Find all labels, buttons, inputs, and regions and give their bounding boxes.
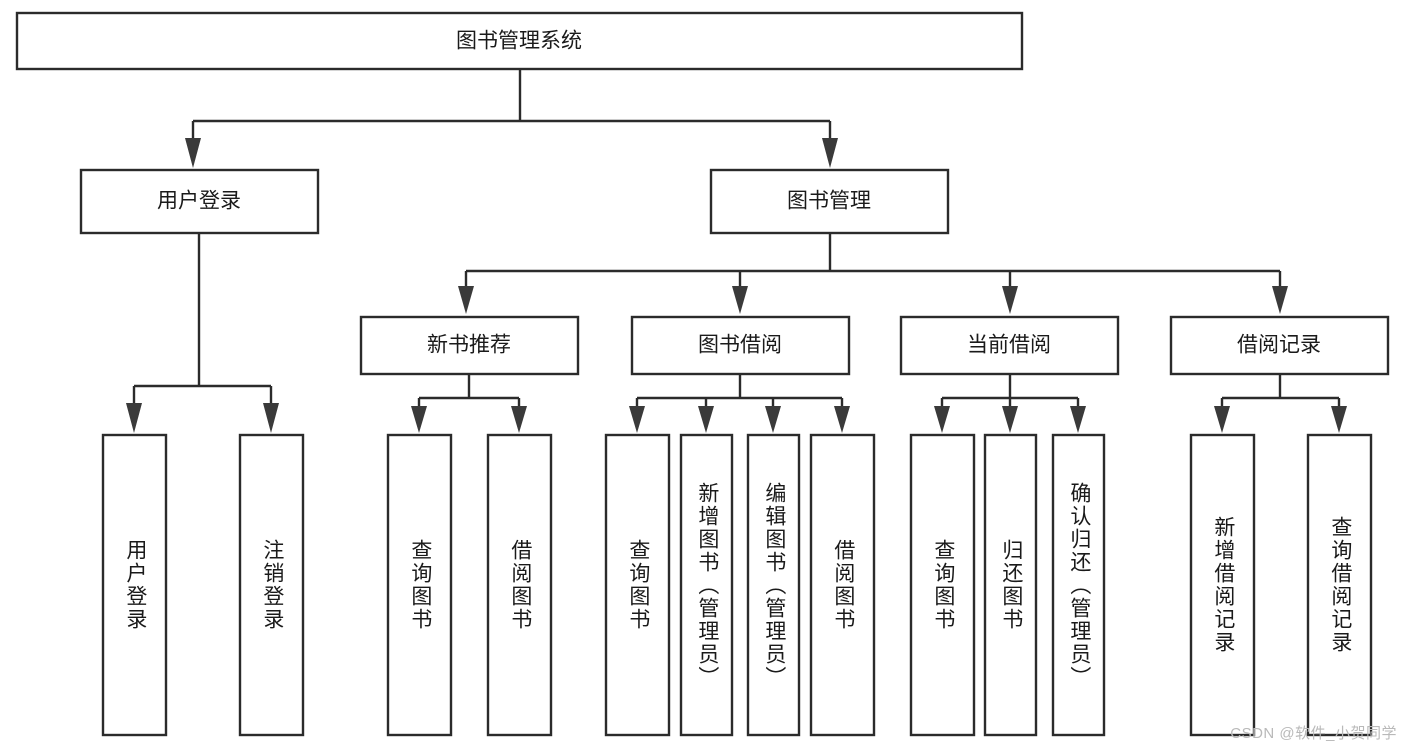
leaf-box-add-record[interactable]	[1189, 433, 1256, 737]
node-book-management-label: 图书管理	[787, 190, 871, 213]
leaf-box-query-book-1[interactable]	[386, 433, 453, 737]
leaf-box-edit-book[interactable]	[746, 433, 801, 737]
node-book-borrow-label: 图书借阅	[698, 334, 782, 357]
leaf-box-return-book[interactable]	[983, 433, 1038, 737]
leaf-box-query-book-3[interactable]	[909, 433, 976, 737]
node-borrow-records[interactable]: 借阅记录	[1169, 315, 1390, 376]
leaf-box-confirm-return[interactable]	[1051, 433, 1106, 737]
node-user-login[interactable]: 用户登录	[79, 168, 320, 235]
connector-book-borrow-to-leaves	[629, 374, 850, 433]
leaf-boxes	[101, 433, 1373, 737]
connector-new-book-to-leaves	[411, 374, 527, 433]
leaf-box-logout[interactable]	[238, 433, 305, 737]
leaf-box-borrow-book-2[interactable]	[809, 433, 876, 737]
watermark: CSDN @软件_小贺同学	[1230, 725, 1397, 742]
node-new-book-recommend-label: 新书推荐	[427, 334, 511, 357]
node-current-borrow-label: 当前借阅	[967, 334, 1051, 357]
node-new-book-recommend[interactable]: 新书推荐	[359, 315, 580, 376]
leaf-box-query-record[interactable]	[1306, 433, 1373, 737]
node-borrow-records-label: 借阅记录	[1237, 334, 1321, 357]
leaf-box-query-book-2[interactable]	[604, 433, 671, 737]
leaf-box-user-login[interactable]	[101, 433, 168, 737]
node-root[interactable]: 图书管理系统	[15, 11, 1024, 71]
leaf-box-borrow-book-1[interactable]	[486, 433, 553, 737]
connector-borrow-records-to-leaves	[1214, 374, 1347, 433]
node-user-login-label: 用户登录	[157, 190, 241, 213]
node-current-borrow[interactable]: 当前借阅	[899, 315, 1120, 376]
node-root-label: 图书管理系统	[456, 30, 582, 53]
connector-current-borrow-to-leaves	[934, 374, 1086, 433]
connector-root-to-level2	[185, 69, 838, 168]
leaf-box-add-book[interactable]	[679, 433, 734, 737]
node-book-borrow[interactable]: 图书借阅	[630, 315, 851, 376]
connector-user-login-to-leaves	[126, 233, 279, 433]
node-book-management[interactable]: 图书管理	[709, 168, 950, 235]
connector-book-mgmt-to-level3	[458, 233, 1288, 314]
